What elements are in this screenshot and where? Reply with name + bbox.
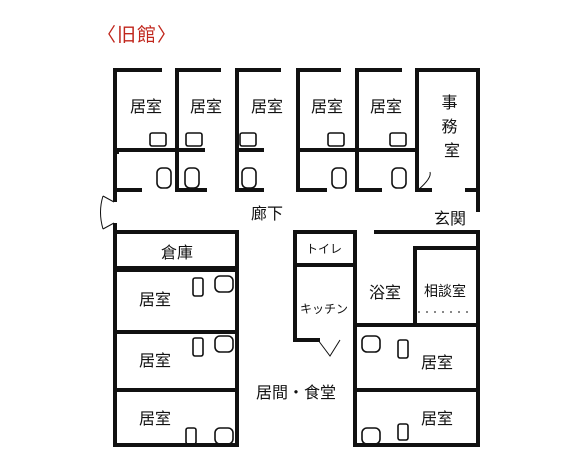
consult-label: 相談室 <box>424 283 466 300</box>
room-label: 居室 <box>139 290 171 309</box>
floor-title: 〈旧館〉 <box>97 24 178 46</box>
room-label: 居室 <box>190 97 222 116</box>
storage-label: 倉庫 <box>161 243 193 262</box>
office-label: 事 務 室 <box>441 93 462 160</box>
bath-label: 浴室 <box>369 283 401 302</box>
room-label: 居室 <box>130 97 162 116</box>
room-label: 居室 <box>311 97 343 116</box>
room-label: 居室 <box>370 97 402 116</box>
living-dining-label: 居間・食堂 <box>256 383 336 402</box>
room-label: 居室 <box>421 409 453 428</box>
corridor-label: 廊下 <box>251 204 283 223</box>
room-label: 居室 <box>139 351 171 370</box>
room-label: 居室 <box>139 409 171 428</box>
room-label: 居室 <box>251 97 283 116</box>
room-label: 居室 <box>421 353 453 372</box>
entrance-label: 玄関 <box>434 209 466 228</box>
kitchen-label: キッチン <box>300 302 348 316</box>
toilet-label: トイレ <box>306 242 342 256</box>
